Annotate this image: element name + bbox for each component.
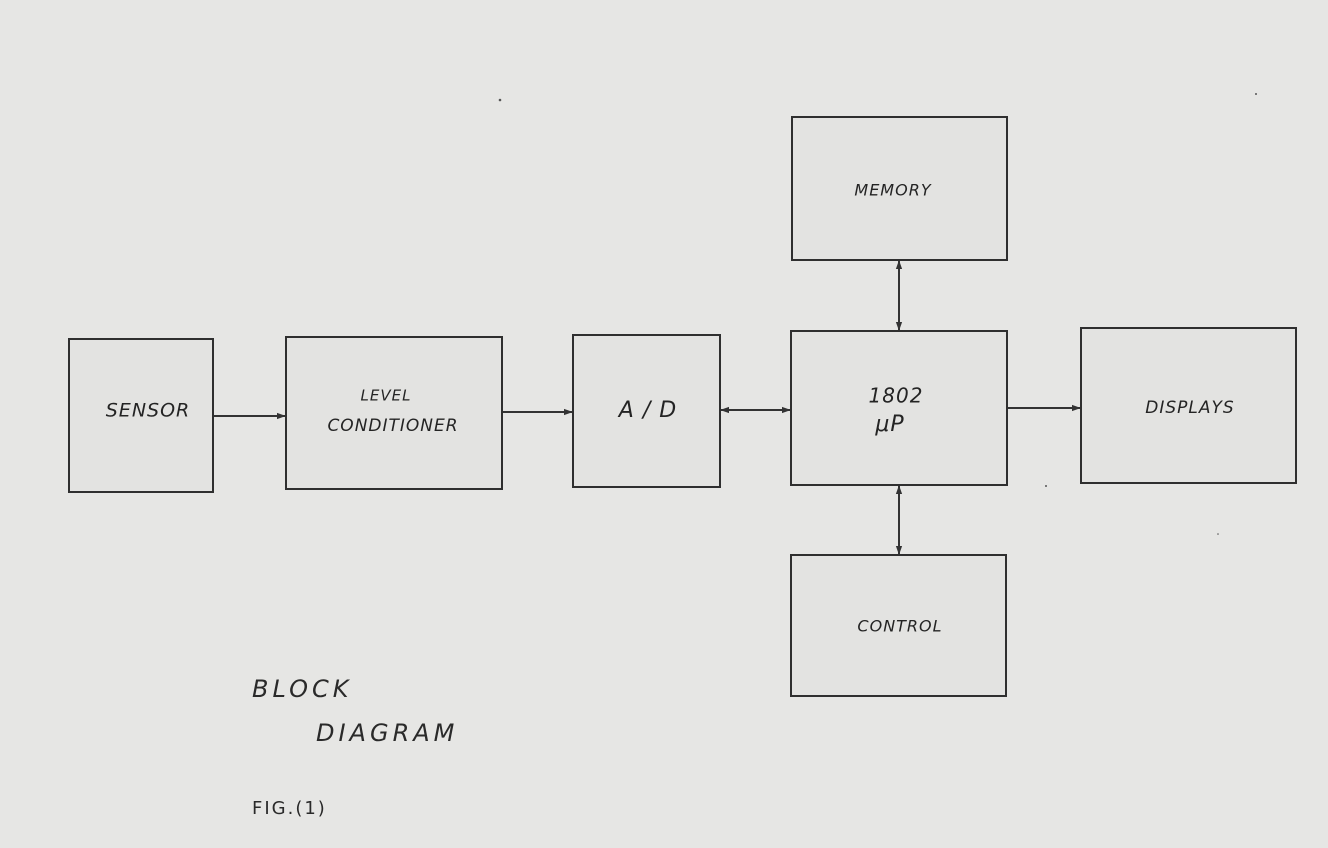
- microprocessor-box: [790, 330, 1008, 486]
- level-label: LEVEL: [361, 387, 412, 405]
- caption-title-line1: BLOCK: [252, 675, 352, 703]
- ad-box: [572, 334, 721, 488]
- speck: [1045, 485, 1047, 487]
- mp-symbol-label: μP: [874, 412, 904, 437]
- speck: [1255, 93, 1257, 95]
- control-box: [790, 554, 1007, 697]
- memory-block: MEMORY: [791, 116, 1008, 261]
- control-block: CONTROL: [790, 554, 1007, 697]
- microprocessor-block: 1802 μP: [790, 330, 1008, 486]
- displays-block: DISPLAYS: [1080, 327, 1297, 484]
- sensor-block: SENSOR: [68, 338, 214, 493]
- level-conditioner-box: [285, 336, 503, 490]
- speck: [498, 98, 502, 102]
- speck: [1217, 533, 1219, 535]
- sensor-label: SENSOR: [106, 400, 191, 422]
- control-label: CONTROL: [857, 617, 942, 636]
- figure-number: FIG.(1): [252, 798, 327, 819]
- level-conditioner-block: LEVEL CONDITIONER: [285, 336, 503, 490]
- displays-label: DISPLAYS: [1145, 398, 1234, 418]
- memory-box: [791, 116, 1008, 261]
- displays-box: [1080, 327, 1297, 484]
- mp-number-label: 1802: [869, 384, 924, 408]
- caption-title-line2: DIAGRAM: [316, 719, 458, 747]
- ad-label: A / D: [617, 398, 677, 423]
- sensor-box: [68, 338, 214, 493]
- conditioner-label: CONDITIONER: [327, 416, 458, 436]
- memory-label: MEMORY: [854, 181, 931, 200]
- ad-block: A / D: [572, 334, 721, 488]
